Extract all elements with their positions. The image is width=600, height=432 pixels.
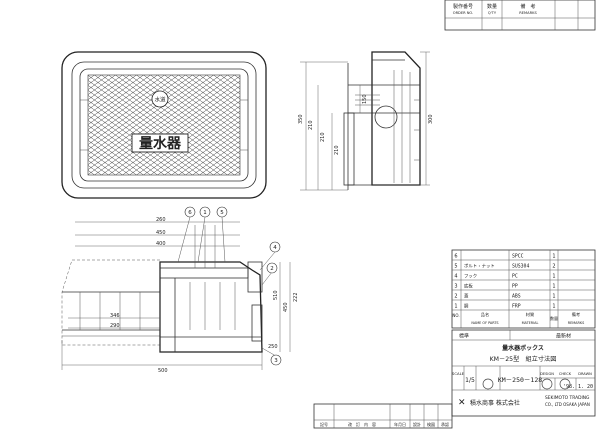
rev-col-content: 改 訂 内 容 <box>348 421 376 427</box>
callout-2: 2 <box>270 266 274 272</box>
top-view-lid: 水道 量水器 <box>61 51 267 199</box>
part-material: SPCC <box>512 254 524 260</box>
parts-col-material: 材質 <box>526 311 534 318</box>
remarks-label: 備 考 <box>520 3 535 10</box>
front-dim-a: 260 <box>156 217 166 223</box>
right-side-view: 210 210 210 150 350 300 <box>298 51 434 191</box>
design-stamp <box>541 378 553 390</box>
rev-col-mark: 記号 <box>320 421 328 427</box>
front-dim-c: 400 <box>156 241 166 247</box>
part-material: ABS <box>512 294 521 300</box>
sign-label-drawn: DRAWN <box>578 372 592 376</box>
order-no-label: 製作番号 <box>453 3 473 10</box>
part-material: PP <box>512 284 518 290</box>
callout-5: 5 <box>220 210 224 216</box>
part-name: 底板 <box>464 283 473 290</box>
sign-label-check: CHECK <box>559 372 572 376</box>
front-dim-e: 290 <box>110 323 120 329</box>
rev-col-check: 検図 <box>427 421 435 427</box>
part-no: 6 <box>454 254 457 260</box>
callout-6: 6 <box>188 210 192 216</box>
parts-col-qty: 数量 <box>550 315 558 321</box>
parts-col-remarks-en: REMARKS <box>568 321 584 325</box>
parts-list-table: 6 SPCC 1 5 ボルト・ナット SUS304 2 4 フック PC 1 3… <box>451 249 596 329</box>
front-dim-d: 346 <box>110 313 120 319</box>
front-section-view: 260 450 400 346 290 510 450 222 250 500 … <box>61 206 299 374</box>
scale-value: 1/5 <box>465 377 475 384</box>
approval-stamp <box>482 378 494 390</box>
part-no: 3 <box>454 284 457 290</box>
right-dim-d: 150 <box>362 94 368 104</box>
company-name-en-1: SEKIMOTO TRADING <box>545 395 590 401</box>
part-no: 2 <box>454 294 457 300</box>
rev-col-approved: 承認 <box>441 421 449 427</box>
company-logo-icon: ✕ <box>458 398 466 408</box>
drawing-number: KM－250－128 <box>498 376 542 384</box>
part-no: 5 <box>454 264 457 270</box>
company-name-en-2: CO., LTD OSAKA JAPAN <box>545 402 590 407</box>
title-block: 標準 最新材 量水器ボックス KM－25型 組立寸法図 SCALE 1/5 KM… <box>451 329 596 417</box>
right-dim-a: 210 <box>308 120 314 130</box>
right-dim-c: 210 <box>334 145 340 155</box>
front-dim-h: 222 <box>293 292 299 302</box>
part-material: PC <box>512 274 518 280</box>
model-line: KM－25型 組立寸法図 <box>490 355 557 363</box>
order-header-table: 製作番号 数量 備 考 ORDER NO. Q'TY REMARKS <box>444 0 596 31</box>
company-name-jp: 積水商事 株式会社 <box>470 399 520 407</box>
remarks-label-en: REMARKS <box>519 11 537 15</box>
revision-table: 記号 改 訂 内 容 年月日 設計 検図 承認 <box>313 403 453 429</box>
callout-3: 3 <box>274 358 278 364</box>
rev-col-design: 設計 <box>413 421 421 427</box>
qty-label: 数量 <box>487 3 497 10</box>
part-name: 蓋 <box>464 293 469 300</box>
order-no-label-en: ORDER NO. <box>453 11 474 15</box>
lid-label: 量水器 <box>139 135 182 152</box>
product-name: 量水器ボックス <box>502 344 544 352</box>
parts-col-name: 品名 <box>481 311 489 318</box>
scale-label: SCALE <box>452 371 465 376</box>
callout-balloons: 6 1 5 4 2 3 <box>177 206 282 366</box>
part-qty: 1 <box>552 284 555 290</box>
water-emblem-icon <box>151 90 169 108</box>
parts-col-no: NO. <box>452 313 459 318</box>
part-qty: 2 <box>552 264 555 270</box>
parts-rows: 6 SPCC 1 5 ボルト・ナット SUS304 2 4 フック PC 1 3… <box>454 254 555 310</box>
front-dim-g: 450 <box>283 302 289 312</box>
right-dim-e: 350 <box>298 114 304 124</box>
right-dim-f: 300 <box>428 114 434 124</box>
part-qty: 1 <box>552 294 555 300</box>
front-dim-i: 250 <box>268 344 278 350</box>
drawing-date: '98. 1. 20 <box>563 384 593 390</box>
right-dim-b: 210 <box>320 132 326 142</box>
qty-label-en: Q'TY <box>488 11 497 15</box>
rev-col-date: 年月日 <box>394 421 406 427</box>
part-no: 4 <box>454 274 457 280</box>
callout-1: 1 <box>203 210 207 216</box>
part-qty: 1 <box>552 274 555 280</box>
part-qty: 1 <box>552 304 555 310</box>
part-material: FRP <box>512 304 521 310</box>
revision-label: 最新材 <box>556 333 571 340</box>
standard-label: 標準 <box>459 333 469 340</box>
parts-col-name-en: NAME OF PARTS <box>471 321 498 325</box>
sign-label-design: DESIGN <box>540 372 554 376</box>
part-name: フック <box>464 274 477 280</box>
callout-4: 4 <box>273 245 277 251</box>
check-stamp <box>559 378 571 390</box>
part-name: ボルト・ナット <box>464 263 495 270</box>
parts-col-material-en: MATERIAL <box>522 321 539 325</box>
front-dim-j: 500 <box>158 368 168 374</box>
part-material: SUS304 <box>512 264 529 270</box>
front-dim-b: 450 <box>156 230 166 236</box>
lid-emblem-text: 水道 <box>154 96 166 104</box>
front-dim-f: 510 <box>273 290 279 300</box>
part-name: 胴 <box>464 304 469 310</box>
part-no: 1 <box>454 304 457 310</box>
parts-col-remarks: 備考 <box>572 311 580 318</box>
part-qty: 1 <box>552 254 555 260</box>
lid-pattern <box>87 74 241 176</box>
